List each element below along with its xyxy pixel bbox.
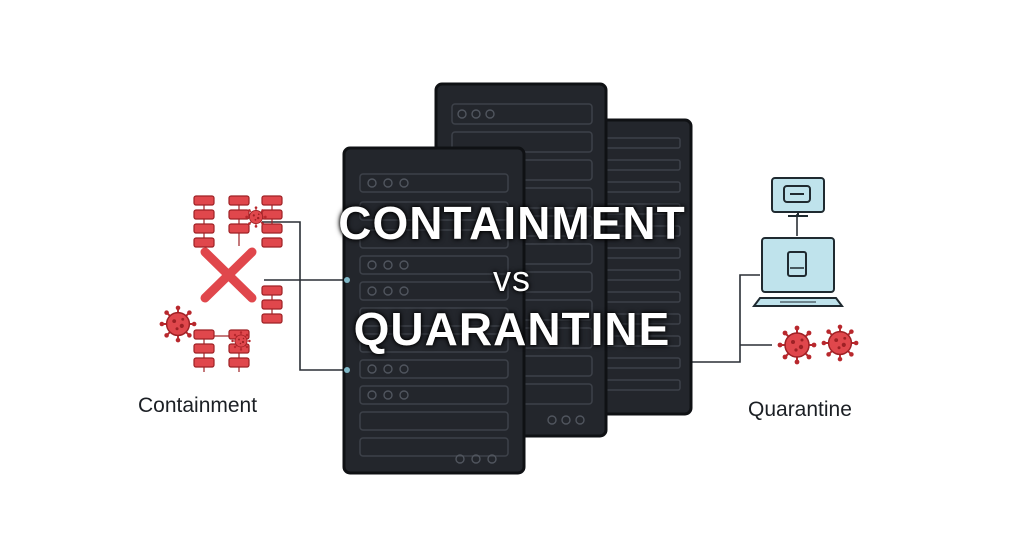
server-rack-icon bbox=[342, 146, 526, 475]
right-connector-lines bbox=[690, 214, 798, 363]
title-containment: CONTAINMENT bbox=[338, 197, 686, 249]
title-vs: vs bbox=[493, 258, 531, 299]
title-quarantine: QUARANTINE bbox=[353, 303, 671, 355]
monitor-icon bbox=[752, 237, 844, 307]
left-connector-lines bbox=[262, 221, 346, 371]
containment-label: Containment bbox=[138, 394, 258, 417]
monitor-icon bbox=[771, 177, 825, 217]
quarantine-label: Quarantine bbox=[748, 398, 852, 421]
x-mark-icon bbox=[200, 247, 257, 303]
